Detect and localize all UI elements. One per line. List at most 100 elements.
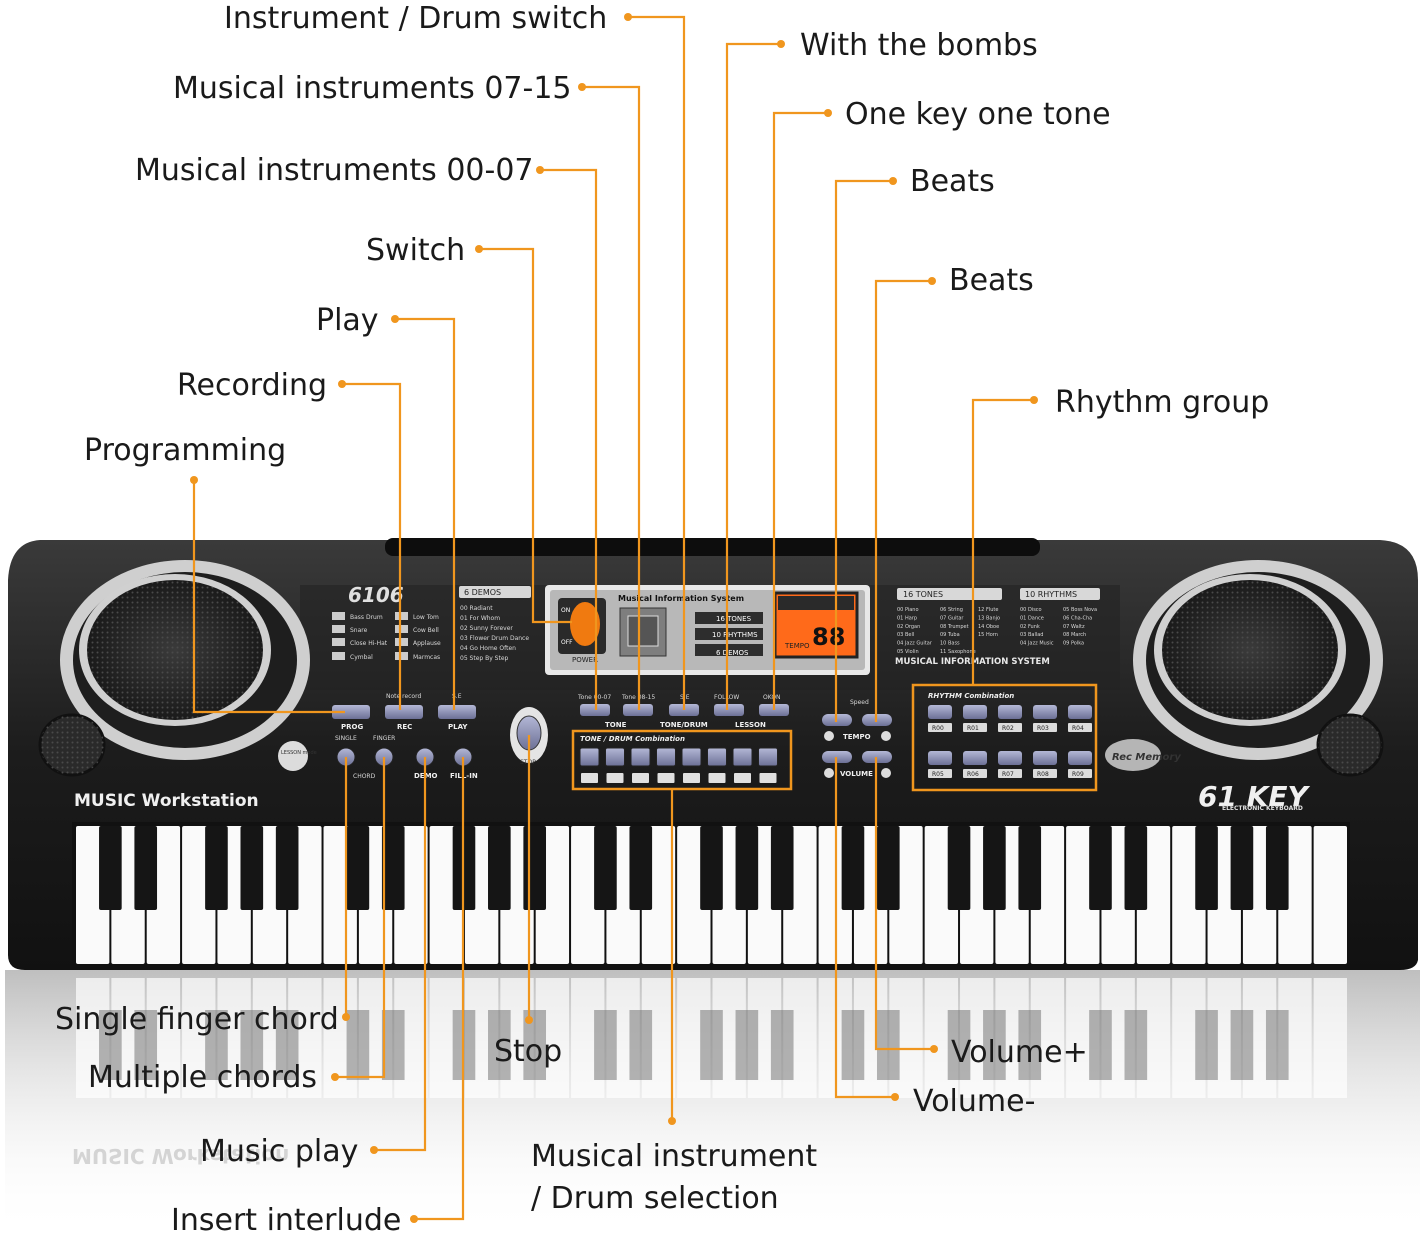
black-key[interactable]: [594, 826, 617, 910]
tone-drum-combination-button[interactable]: [758, 747, 778, 767]
white-key[interactable]: [1313, 826, 1347, 964]
rhythm-label-plate: [1033, 769, 1057, 778]
tone-rhythm-item: 10 Bass: [940, 641, 960, 647]
reflected-black-key: [841, 1010, 865, 1080]
leader-dot: [338, 380, 346, 388]
tone-drum-combination-button[interactable]: [656, 747, 676, 767]
rhythm-slot-label: R01: [967, 725, 979, 732]
black-key[interactable]: [99, 826, 122, 910]
tone-drum-combination-button[interactable]: [605, 747, 625, 767]
leader-dot: [536, 166, 544, 174]
volume-label: VOLUME: [840, 770, 873, 778]
leader-dot: [824, 109, 832, 117]
rhythms-title: 10 RHYTHMS: [1025, 590, 1077, 599]
tone-rhythm-item: 01 Dance: [1020, 615, 1044, 621]
black-key[interactable]: [488, 826, 511, 910]
black-key[interactable]: [770, 826, 794, 910]
tone-drum-combination-button[interactable]: [579, 747, 600, 767]
black-key[interactable]: [1265, 826, 1289, 910]
black-key[interactable]: [346, 826, 370, 910]
black-key[interactable]: [205, 826, 228, 910]
play-button[interactable]: [438, 705, 476, 719]
rhythm-combination-button[interactable]: [1068, 705, 1092, 719]
black-key[interactable]: [134, 826, 158, 910]
rhythm-slot-label: R04: [1072, 725, 1084, 732]
reflected-black-key: [523, 1010, 547, 1080]
black-key[interactable]: [1230, 826, 1254, 910]
leader-line: [374, 757, 427, 1152]
reflected-black-key: [983, 1010, 1006, 1080]
leader-line: [335, 757, 386, 1079]
reflected-white-key: [1313, 978, 1347, 1098]
black-key[interactable]: [876, 826, 900, 910]
black-key[interactable]: [1089, 826, 1112, 910]
black-key[interactable]: [629, 826, 653, 910]
rhythm-combination-button[interactable]: [928, 705, 952, 719]
tone-drum-combination-button[interactable]: [681, 747, 702, 767]
label-beats-2: Beats: [949, 263, 1034, 298]
rhythm-combination-button[interactable]: [1068, 751, 1092, 765]
tone-rhythm-item: 05 Violin: [897, 649, 919, 655]
tone-drum-combination-button[interactable]: [707, 747, 727, 767]
drum-icon: [657, 773, 675, 783]
info-panel: Musical Information System ON OFF POWER …: [545, 585, 870, 675]
rhythm-label-plate: [1033, 723, 1057, 732]
display-value: 88: [812, 623, 845, 651]
rhythm-combination-frame: [911, 683, 1098, 792]
reflected-black-key: [99, 1010, 122, 1080]
black-key[interactable]: [275, 826, 299, 910]
rhythm-combination-button[interactable]: [928, 751, 952, 765]
rec-button[interactable]: [385, 705, 423, 719]
black-key[interactable]: [1018, 826, 1042, 910]
leader-dot: [891, 1093, 899, 1101]
tone-drum-combination-button[interactable]: [732, 747, 753, 767]
tone-rhythm-item: 02 Funk: [1020, 624, 1040, 630]
black-key[interactable]: [841, 826, 865, 910]
black-key[interactable]: [947, 826, 971, 910]
black-key[interactable]: [381, 826, 405, 910]
leader-dot: [475, 245, 483, 253]
rhythm-label-plate: [1068, 769, 1092, 778]
follow-button[interactable]: [714, 704, 744, 716]
rhythm-combination-button[interactable]: [998, 705, 1022, 719]
lesson-mode-icon: [278, 741, 308, 771]
power-off: OFF: [561, 639, 573, 646]
play-label: PLAY: [448, 723, 468, 731]
power-on: ON: [561, 607, 570, 614]
black-key[interactable]: [1124, 826, 1148, 910]
black-key[interactable]: [735, 826, 759, 910]
tone-rhythm-item: 08 Trumpet: [940, 624, 969, 630]
mis-title: Musical Information System: [618, 594, 744, 603]
black-key[interactable]: [1195, 826, 1218, 910]
right-speaker: [1133, 560, 1384, 777]
rhythm-combination-button[interactable]: [1033, 751, 1057, 765]
tone-rhythm-item: 00 Piano: [897, 607, 919, 613]
se-label: S.E: [452, 693, 462, 700]
rhythm-combination-button[interactable]: [963, 705, 987, 719]
tone-drum-combination-button[interactable]: [630, 747, 651, 767]
tone-rhythm-item: 06 String: [940, 607, 963, 613]
tone-rhythm-item: 07 Waltz: [1063, 624, 1085, 630]
reflected-black-key: [1230, 1010, 1254, 1080]
lesson-mode-label: LESSON mode: [281, 750, 317, 756]
lesson-label: LESSON: [735, 721, 766, 729]
rhythm-combination-button[interactable]: [1033, 705, 1057, 719]
leader-line: [342, 382, 402, 710]
drum-item: Snare: [350, 627, 368, 634]
rhythm-combination-button[interactable]: [963, 751, 987, 765]
rhythm-combination-button[interactable]: [998, 751, 1022, 765]
leader-dot: [410, 1215, 418, 1223]
prog-button[interactable]: [332, 705, 370, 719]
black-key[interactable]: [700, 826, 723, 910]
black-key[interactable]: [523, 826, 547, 910]
rhythm-label-plate: [963, 769, 987, 778]
reflected-black-key: [1195, 1010, 1218, 1080]
leader-line: [628, 15, 686, 710]
label-beats-1: Beats: [910, 164, 995, 199]
model-number: 6106: [348, 583, 404, 607]
rhythm-slot-label: R05: [932, 771, 944, 778]
black-key[interactable]: [983, 826, 1006, 910]
drum-item: Marmcas: [413, 654, 440, 661]
black-key[interactable]: [240, 826, 264, 910]
